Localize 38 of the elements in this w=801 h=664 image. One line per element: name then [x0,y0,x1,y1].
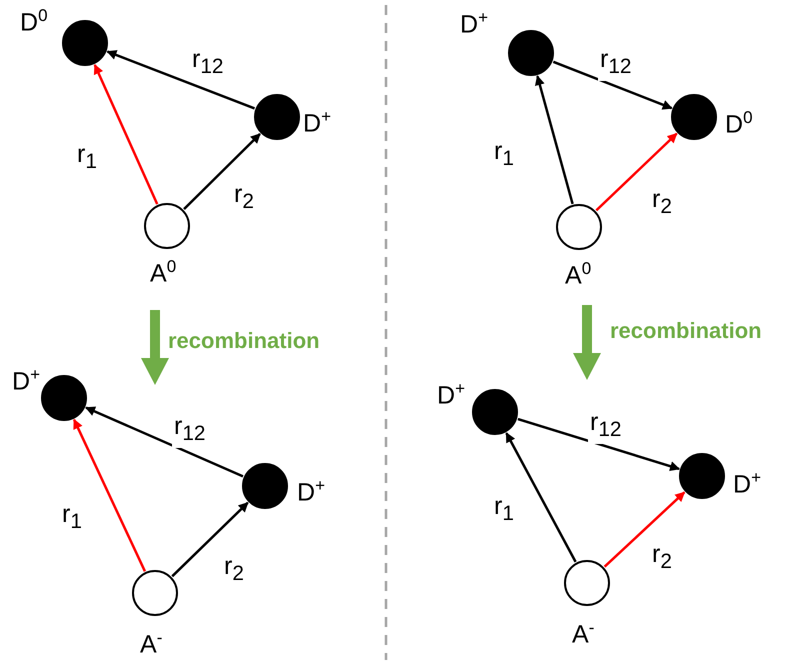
donor-circle [254,94,300,140]
charge-label: D$^{0}$ [20,5,48,36]
charge-label: A$^{-}$ [572,617,594,648]
charge-label: D$^{+}$ [12,364,40,396]
arrow [85,406,244,478]
process-label: recombination [610,318,762,344]
arrow [604,491,686,568]
acceptor-circle [132,570,178,616]
charge-label: D$^{+}$ [460,7,488,38]
arrow [595,132,678,212]
charge-label: D$^{+}$ [297,475,325,506]
process-label: recombination [168,328,320,354]
donor-circle [472,389,518,435]
charge-label: D$^{+}$ [303,106,331,138]
charge-label: D$^{0}$ [725,107,753,138]
arrow [534,75,574,204]
donor-circle [508,30,554,76]
arrow [183,133,261,210]
acceptor-circle [564,560,610,606]
arrow [171,502,249,578]
charge-label: A$^{-}$ [140,627,162,658]
arrow [72,418,146,572]
arrow [505,432,577,562]
donor-circle [671,94,717,140]
arrow [552,60,673,110]
donor-circle [41,375,87,421]
arrow [106,50,256,110]
acceptor-circle [556,204,602,250]
arrow [518,418,680,472]
donor-circle [242,463,288,509]
acceptor-circle [144,203,190,249]
charge-label: D$^{+}$ [733,467,761,498]
donor-circle [679,453,725,499]
charge-label: A$^{0}$ [150,256,176,288]
donor-circle [62,20,108,66]
arrow [94,64,158,205]
charge-label: A$^{0}$ [565,258,592,290]
charge-label: D$^{+}$ [437,378,465,410]
